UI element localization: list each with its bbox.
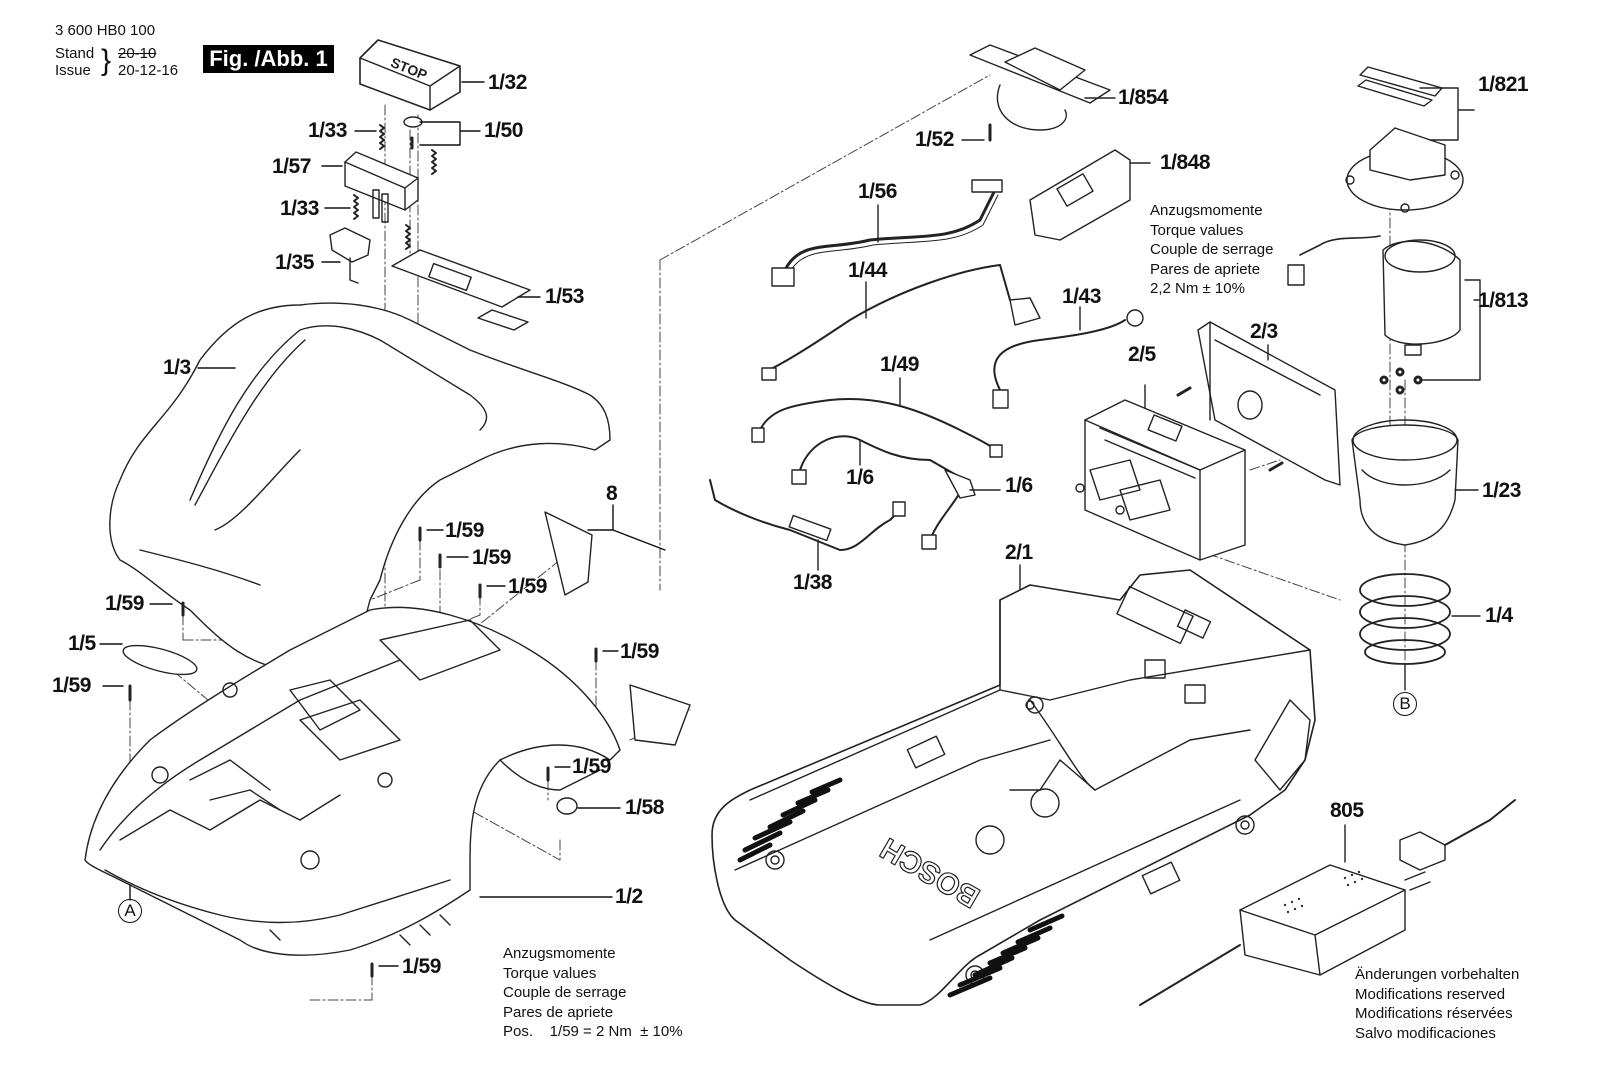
torque-note-line: Couple de serrage <box>1150 241 1274 258</box>
part-label-1-33: 1/33 <box>308 119 347 142</box>
reference-marker-b: B <box>1393 692 1417 716</box>
torque-note-bottom: Anzugsmomente Torque values Couple de se… <box>503 944 683 1042</box>
spring-parts <box>353 124 437 250</box>
part-label-1-59: 1/59 <box>402 955 441 978</box>
part-label-1-3: 1/3 <box>163 356 191 379</box>
part-label-2-3: 2/3 <box>1250 320 1278 343</box>
part-label-1-6: 1/6 <box>1005 474 1033 497</box>
part-label-1-38: 1/38 <box>793 571 832 594</box>
part-label-1-854: 1/854 <box>1118 86 1169 109</box>
torque-note-line: Pares de apriete <box>1150 260 1261 278</box>
control-cover <box>1197 321 1341 486</box>
document-number: 3 600 HB0 100 <box>55 22 156 39</box>
stand-label: Stand <box>55 45 95 62</box>
torque-note-line: Couple de serrage <box>503 984 627 1001</box>
torque-note-line: Anzugsmomente <box>503 945 616 962</box>
part-label-1-848: 1/848 <box>1160 151 1211 174</box>
part-label-1-33: 1/33 <box>280 197 319 220</box>
part-label-1-56: 1/56 <box>858 180 897 203</box>
modifications-note: Änderungen vorbehalten Modifications res… <box>1355 965 1519 1043</box>
part-label-2-1: 2/1 <box>1005 541 1033 564</box>
modifications-line: Änderungen vorbehalten <box>1355 966 1520 983</box>
part-label-1-59: 1/59 <box>52 674 91 697</box>
stop-button-cap: STOP <box>359 39 461 111</box>
modifications-line: Modifications réservées <box>1355 1005 1513 1022</box>
motor <box>1382 239 1461 356</box>
part-label-1-59: 1/59 <box>472 546 511 569</box>
part-label-1-57: 1/57 <box>272 155 311 178</box>
part-label-1-52: 1/52 <box>915 128 954 151</box>
part-label-1-813: 1/813 <box>1478 289 1529 312</box>
part-label-1-5: 1/5 <box>68 632 96 655</box>
motor-housing <box>1351 419 1459 546</box>
modifications-line: Modifications reserved <box>1355 985 1506 1003</box>
part-label-1-821: 1/821 <box>1478 73 1529 96</box>
part-label-1-59: 1/59 <box>620 640 659 663</box>
part-label-805: 805 <box>1330 799 1364 822</box>
hood-cover <box>109 302 611 671</box>
part-label-1-58: 1/58 <box>625 796 664 819</box>
part-label-1-59: 1/59 <box>445 519 484 542</box>
part-label-1-35: 1/35 <box>275 251 314 274</box>
power-supply <box>1139 799 1516 1006</box>
brace: } <box>101 44 112 77</box>
spring-ring <box>1359 573 1451 665</box>
part-label-1-2: 1/2 <box>615 885 643 908</box>
torque-note-line: Torque values <box>503 964 597 982</box>
part-label-1-23: 1/23 <box>1482 479 1521 502</box>
stand-value: 20-10 <box>118 45 157 62</box>
motor-cap <box>1345 127 1464 213</box>
part-label-1-44: 1/44 <box>848 259 887 282</box>
torque-note-line: Torque values <box>1150 221 1244 239</box>
part-label-1-43: 1/43 <box>1062 285 1101 308</box>
torque-note-value: Pos. 1/59 = 2 Nm ± 10% <box>503 1023 683 1040</box>
modifications-line: Salvo modificaciones <box>1355 1024 1496 1042</box>
torque-note-line: Anzugsmomente <box>1150 202 1263 219</box>
part-label-1-32: 1/32 <box>488 71 527 94</box>
part-label-8: 8 <box>606 482 618 505</box>
torque-note-top: Anzugsmomente Torque values Couple de se… <box>1150 201 1273 299</box>
part-label-1-50: 1/50 <box>484 119 523 142</box>
part-label-2-5: 2/5 <box>1128 343 1156 366</box>
control-unit <box>1075 399 1246 561</box>
docking-station-base: BOSCH <box>711 569 1316 1006</box>
reference-marker-a: A <box>118 899 142 923</box>
issue-value: 20-12-16 <box>118 62 179 79</box>
torque-note-line: Pares de apriete <box>503 1003 614 1021</box>
torque-note-value: 2,2 Nm ± 10% <box>1150 280 1245 297</box>
issue-label: Issue <box>55 62 91 79</box>
part-label-1-59: 1/59 <box>508 575 547 598</box>
part-label-1-49: 1/49 <box>880 353 919 376</box>
part-label-1-53: 1/53 <box>545 285 584 308</box>
part-label-1-6: 1/6 <box>846 466 874 489</box>
part-label-1-59: 1/59 <box>105 592 144 615</box>
chassis-housing <box>84 606 621 956</box>
figure-label: Fig. /Abb. 1 <box>203 45 334 73</box>
part-label-1-4: 1/4 <box>1485 604 1513 627</box>
part-label-1-59: 1/59 <box>572 755 611 778</box>
